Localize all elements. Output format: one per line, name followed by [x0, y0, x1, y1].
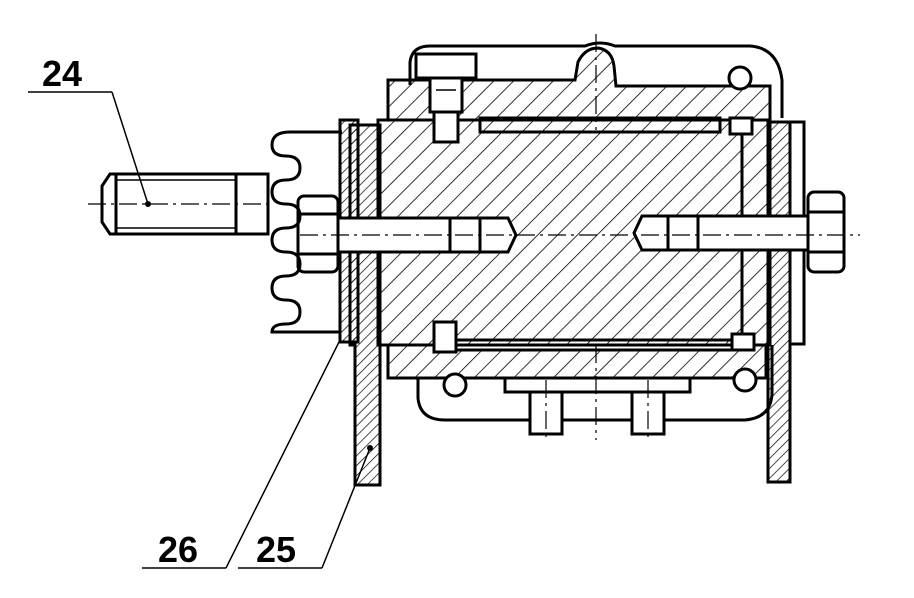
callout-25: 25 [256, 529, 296, 570]
right-through-bolt [632, 190, 846, 274]
leader-lines [28, 91, 373, 569]
callout-24: 24 [42, 53, 82, 94]
right-flange [766, 120, 806, 484]
lower-pins [432, 116, 756, 354]
left-flange [338, 118, 382, 487]
bellows-coupling [270, 130, 342, 334]
callout-26: 26 [158, 529, 198, 570]
top-bolt [414, 52, 478, 144]
center-lines [88, 34, 860, 440]
